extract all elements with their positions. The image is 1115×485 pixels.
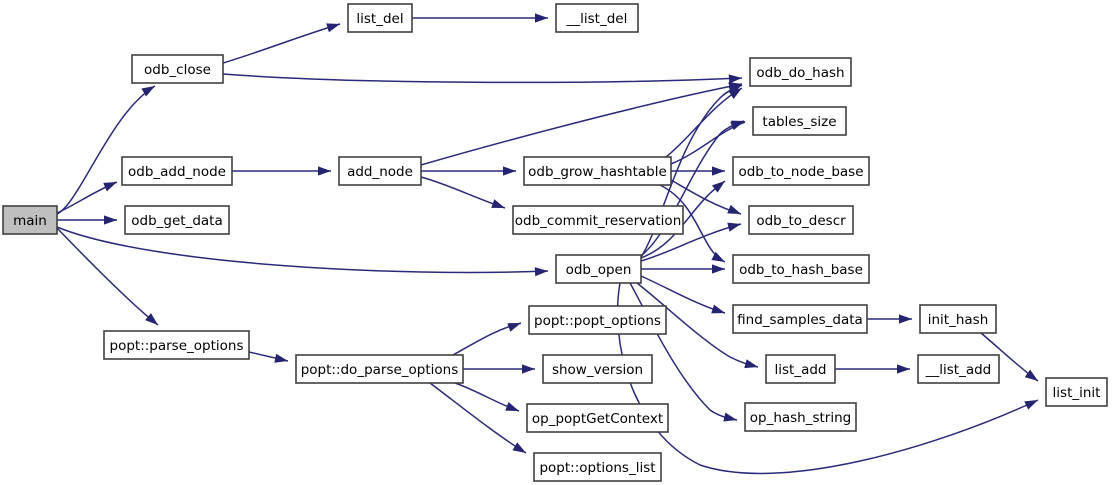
edge-odb_open-to-odb_to_descr [640, 223, 742, 262]
node-__list_add[interactable]: __list_add [917, 354, 1000, 384]
node-op_hash_string[interactable]: op_hash_string [744, 402, 857, 432]
arrowhead-add_node->odb_commit_reservation [491, 199, 505, 208]
node-box-popt_do_parse_options[interactable] [295, 354, 464, 384]
edge-main-to-odb_close [56, 85, 156, 215]
node-popt_popt_options[interactable]: popt::popt_options [528, 305, 667, 335]
nodes-layer: main odb_close odb_add_node odb_get_datapop… [2, 3, 1108, 482]
node-odb_get_data[interactable]: odb_get_data [124, 205, 230, 235]
node-op_poptGetContext[interactable]: op_poptGetContext [526, 403, 669, 433]
node-box-odb_to_hash_base[interactable] [732, 254, 870, 284]
edge-add_node-to-odb_commit_reservation [420, 176, 506, 209]
arrowhead-odb_open->odb_do_hash [728, 85, 742, 95]
arrowhead-odb_close->list_del [326, 23, 340, 33]
edge-main-to-popt_parse_options [56, 227, 159, 326]
node-box-odb_add_node[interactable] [121, 156, 233, 186]
arrowhead-odb_open->list_init [1024, 400, 1038, 410]
node-box-main[interactable] [2, 205, 58, 235]
arrowhead-odb_add_node->add_node [318, 166, 331, 176]
arrowhead-odb_close->odb_do_hash [728, 74, 742, 84]
arrowhead-odb_grow_hashtable->odb_to_descr [727, 204, 741, 214]
node-popt_do_parse_options[interactable]: popt::do_parse_options [295, 354, 464, 384]
node-box-list_del[interactable] [347, 3, 413, 33]
arrowhead-popt_do_parse_options->popt_options_list [512, 442, 526, 453]
node-odb_grow_hashtable[interactable]: odb_grow_hashtable [523, 156, 672, 186]
node-box-odb_close[interactable] [131, 54, 224, 84]
node-box-odb_commit_reservation[interactable] [512, 205, 684, 235]
edge-odb_open-to-odb_to_node_base [640, 180, 726, 259]
arrowhead-popt_do_parse_options->popt_popt_options [507, 323, 521, 332]
node-odb_to_hash_base[interactable]: odb_to_hash_base [732, 254, 870, 284]
edge-main-to-odb_open [56, 226, 549, 274]
arrowhead-odb_open->odb_to_descr [727, 222, 741, 232]
node-box-show_version[interactable] [542, 354, 653, 384]
node-box-list_init[interactable] [1045, 377, 1108, 407]
node-odb_commit_reservation[interactable]: odb_commit_reservation [512, 205, 684, 235]
node-box-popt_parse_options[interactable] [103, 330, 250, 360]
arrowhead-main->popt_parse_options [145, 313, 158, 325]
node-odb_to_node_base[interactable]: odb_to_node_base [732, 156, 870, 186]
arrowheads-layer [103, 13, 1038, 453]
arrowhead-odb_open->odb_to_hash_base [712, 264, 725, 274]
node-box-add_node[interactable] [338, 156, 422, 186]
arrowhead-odb_grow_hashtable->odb_to_hash_base [711, 251, 725, 262]
arrowhead-odb_grow_hashtable->odb_to_node_base [712, 166, 725, 176]
arrowhead-main->odb_open [534, 267, 548, 277]
node-box-odb_to_descr[interactable] [748, 205, 854, 235]
arrowhead-list_add->__list_add [897, 364, 910, 374]
node-box-odb_grow_hashtable[interactable] [523, 156, 672, 186]
node-popt_parse_options[interactable]: popt::parse_options [103, 330, 250, 360]
arrowhead-add_node->odb_grow_hashtable [503, 166, 516, 176]
node-tables_size[interactable]: tables_size [752, 106, 847, 136]
node-__list_del[interactable]: __list_del [555, 3, 639, 33]
node-find_samples_data[interactable]: find_samples_data [732, 304, 868, 334]
node-box-op_hash_string[interactable] [744, 402, 857, 432]
node-box-op_poptGetContext[interactable] [526, 403, 669, 433]
node-odb_add_node[interactable]: odb_add_node [121, 156, 233, 186]
node-show_version[interactable]: show_version [542, 354, 653, 384]
node-odb_open[interactable]: odb_open [555, 254, 642, 284]
node-box-__list_add[interactable] [917, 354, 1000, 384]
node-box-odb_do_hash[interactable] [749, 57, 852, 87]
arrowhead-popt_do_parse_options->op_poptGetContext [505, 402, 519, 411]
node-box-__list_del[interactable] [555, 3, 639, 33]
arrowhead-main->odb_close [141, 86, 155, 97]
edge-odb_open-to-tables_size [640, 120, 745, 257]
arrowhead-init_hash->list_init [1024, 369, 1038, 381]
node-box-list_add[interactable] [765, 354, 836, 384]
node-main[interactable]: main [2, 205, 58, 235]
edge-odb_open-to-list_init [616, 282, 1039, 475]
node-box-tables_size[interactable] [752, 106, 847, 136]
arrowhead-odb_open->list_add [744, 359, 758, 369]
arrowhead-main->odb_get_data [104, 215, 117, 225]
edge-add_node-to-odb_do_hash [420, 83, 743, 166]
node-init_hash[interactable]: init_hash [919, 304, 997, 334]
arrowhead-odb_open->odb_to_node_base [711, 181, 725, 193]
node-box-popt_options_list[interactable] [533, 452, 662, 482]
node-box-init_hash[interactable] [919, 304, 997, 334]
edge-odb_close-to-odb_do_hash [222, 73, 743, 84]
arrowhead-odb_open->find_samples_data [711, 304, 725, 314]
arrowhead-popt_do_parse_options->show_version [522, 364, 535, 374]
node-list_init[interactable]: list_init [1045, 377, 1108, 407]
arrowhead-odb_open->op_hash_string [723, 412, 737, 422]
node-odb_close[interactable]: odb_close [131, 54, 224, 84]
node-odb_do_hash[interactable]: odb_do_hash [749, 57, 852, 87]
arrowhead-list_del->__list_del [535, 13, 548, 23]
edge-odb_close-to-list_del [222, 23, 341, 64]
arrowhead-find_samples_data->init_hash [899, 314, 912, 324]
node-box-odb_to_node_base[interactable] [732, 156, 870, 186]
node-box-odb_open[interactable] [555, 254, 642, 284]
node-add_node[interactable]: add_node [338, 156, 422, 186]
node-popt_options_list[interactable]: popt::options_list [533, 452, 662, 482]
arrowhead-popt_parse_options->popt_do_parse_options [274, 353, 288, 363]
arrowhead-main->odb_add_node [103, 182, 117, 192]
node-box-odb_get_data[interactable] [124, 205, 230, 235]
node-box-popt_popt_options[interactable] [528, 305, 667, 335]
node-list_del[interactable]: list_del [347, 3, 413, 33]
node-list_add[interactable]: list_add [765, 354, 836, 384]
node-odb_to_descr[interactable]: odb_to_descr [748, 205, 854, 235]
node-box-find_samples_data[interactable] [732, 304, 868, 334]
arrowhead-odb_open->tables_size [730, 121, 744, 131]
